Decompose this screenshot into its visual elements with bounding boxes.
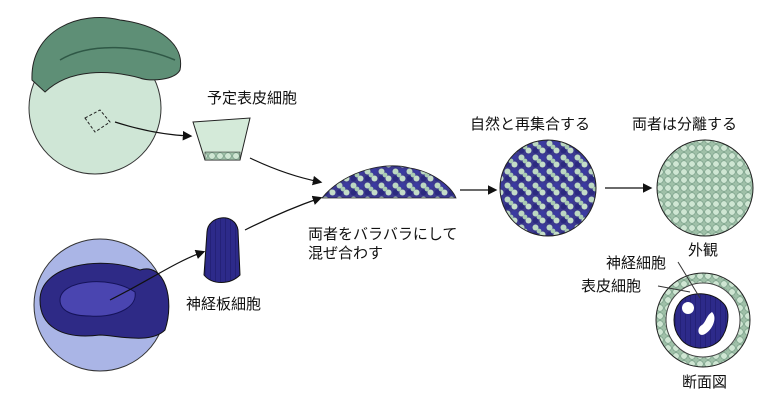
sorted-sphere-external: [656, 139, 754, 237]
label-epidermal-cells: 表皮細胞: [581, 277, 642, 295]
label-neural-plate: 神経板細胞: [186, 295, 262, 313]
mixed-cell-pile: [321, 165, 457, 199]
reaggregated-sphere: [499, 139, 597, 237]
label-external-view: 外観: [688, 241, 719, 259]
gastrula-embryo-top: [28, 17, 182, 175]
neurula-embryo-bottom: [33, 238, 170, 372]
label-reaggregate: 自然と再集合する: [470, 115, 591, 133]
cross-section: [655, 261, 751, 368]
epidermis-tissue-piece: [192, 117, 251, 161]
label-separate: 両者は分離する: [632, 115, 738, 133]
label-mix-line2: 混ぜ合わす: [308, 244, 384, 262]
neural-plate-tissue-piece: [203, 217, 241, 283]
label-presumptive-epidermis: 予定表皮細胞: [207, 89, 298, 107]
label-mix-line1: 両者をバラバラにして: [308, 225, 458, 243]
label-neural-cells: 神経細胞: [606, 254, 667, 272]
arrows: [109, 121, 653, 301]
label-cross-section: 断面図: [682, 373, 728, 391]
